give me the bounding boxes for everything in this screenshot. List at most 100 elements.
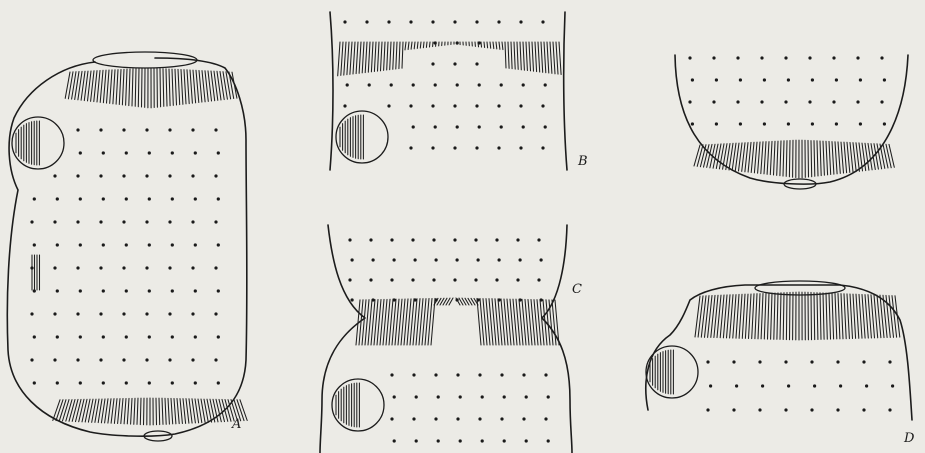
hatch-stroke [362, 42, 364, 73]
hatch-stroke [122, 69, 124, 105]
hatch-stroke [742, 294, 745, 338]
hatch-stroke [850, 143, 853, 173]
hatch-stroke [113, 70, 115, 104]
dot-mark [498, 298, 501, 301]
dot-mark [883, 122, 886, 125]
hatch-stroke [134, 398, 135, 424]
hatch-stroke [751, 142, 754, 172]
dot-mark [856, 56, 859, 59]
hatch-stroke [508, 42, 509, 68]
hatch-stroke [777, 141, 778, 175]
dot-mark [784, 360, 787, 363]
dot-mark [145, 128, 148, 131]
dot-mark [477, 258, 480, 261]
dot-mark [784, 408, 787, 411]
hatch-stroke [411, 42, 412, 49]
dot-mark [148, 289, 151, 292]
dot-mark [214, 220, 217, 223]
hatch-stroke [402, 42, 403, 68]
dot-mark [125, 381, 128, 384]
dot-mark [171, 243, 174, 246]
dot-mark [168, 266, 171, 269]
hatch-stroke [481, 42, 482, 47]
dot-mark [168, 174, 171, 177]
hatch-stroke [783, 293, 784, 340]
figure-lower-cap-hatch [694, 140, 894, 178]
hatch-stroke [829, 141, 831, 174]
dot-mark [412, 373, 415, 376]
hatch-stroke [105, 399, 108, 423]
dot-mark [102, 289, 105, 292]
dot-mark [478, 83, 481, 86]
dot-mark [76, 358, 79, 361]
dot-mark [481, 439, 484, 442]
hatch-stroke [752, 294, 754, 339]
dot-mark [475, 146, 478, 149]
dot-mark [522, 417, 525, 420]
hatch-stroke [511, 42, 512, 69]
dot-mark [56, 381, 59, 384]
dot-mark [194, 381, 197, 384]
dot-mark [214, 312, 217, 315]
dot-mark [214, 174, 217, 177]
hatch-stroke [850, 294, 853, 339]
dot-mark [500, 125, 503, 128]
hatch-stroke [338, 42, 340, 76]
dot-mark [541, 146, 544, 149]
dot-mark [435, 258, 438, 261]
hatch-stroke [529, 42, 531, 71]
dot-mark [784, 56, 787, 59]
hatch-stroke [381, 42, 383, 71]
dot-mark [715, 78, 718, 81]
figure-d-upper-band [695, 292, 900, 340]
dot-mark [369, 238, 372, 241]
hatch-stroke [730, 295, 733, 338]
dot-mark [387, 20, 390, 23]
dot-mark [99, 312, 102, 315]
dot-mark [214, 128, 217, 131]
dot-mark [784, 100, 787, 103]
figure-b-left-edge [330, 12, 333, 170]
dot-mark [369, 278, 372, 281]
hatch-stroke [66, 400, 72, 422]
dot-mark [880, 56, 883, 59]
hatch-stroke [121, 399, 123, 424]
dot-mark [712, 100, 715, 103]
hatch-stroke [156, 398, 157, 425]
dot-mark [409, 146, 412, 149]
hatch-stroke [493, 42, 494, 49]
dot-mark [453, 278, 456, 281]
figure-d-nucleus-hatch [650, 350, 673, 394]
dot-mark [214, 358, 217, 361]
hatch-stroke [547, 42, 549, 73]
dot-mark [387, 104, 390, 107]
hatch-stroke [790, 292, 791, 339]
hatch-stroke [770, 141, 772, 174]
hatch-stroke [390, 42, 391, 70]
dot-mark [53, 266, 56, 269]
hatch-stroke [181, 70, 183, 105]
hatch-stroke [832, 293, 834, 339]
hatch-stroke [430, 42, 431, 47]
dot-mark [434, 417, 437, 420]
dot-mark [122, 266, 125, 269]
figure-b-right-edge [564, 12, 567, 170]
dot-mark [145, 220, 148, 223]
hatch-stroke [420, 42, 421, 48]
dot-mark [810, 360, 813, 363]
hatch-stroke [556, 42, 558, 74]
hatch-stroke [853, 294, 856, 338]
hatch-stroke [159, 398, 160, 424]
dot-mark [497, 104, 500, 107]
dot-mark [79, 151, 82, 154]
hatch-stroke [505, 42, 506, 68]
dot-mark [859, 78, 862, 81]
dot-mark [30, 358, 33, 361]
hatch-stroke [183, 399, 186, 424]
hatch-stroke [192, 399, 195, 423]
hatch-stroke [190, 70, 192, 103]
dot-mark [475, 62, 478, 65]
hatch-stroke [814, 293, 815, 340]
dot-mark [217, 381, 220, 384]
hatch-stroke [817, 293, 818, 340]
